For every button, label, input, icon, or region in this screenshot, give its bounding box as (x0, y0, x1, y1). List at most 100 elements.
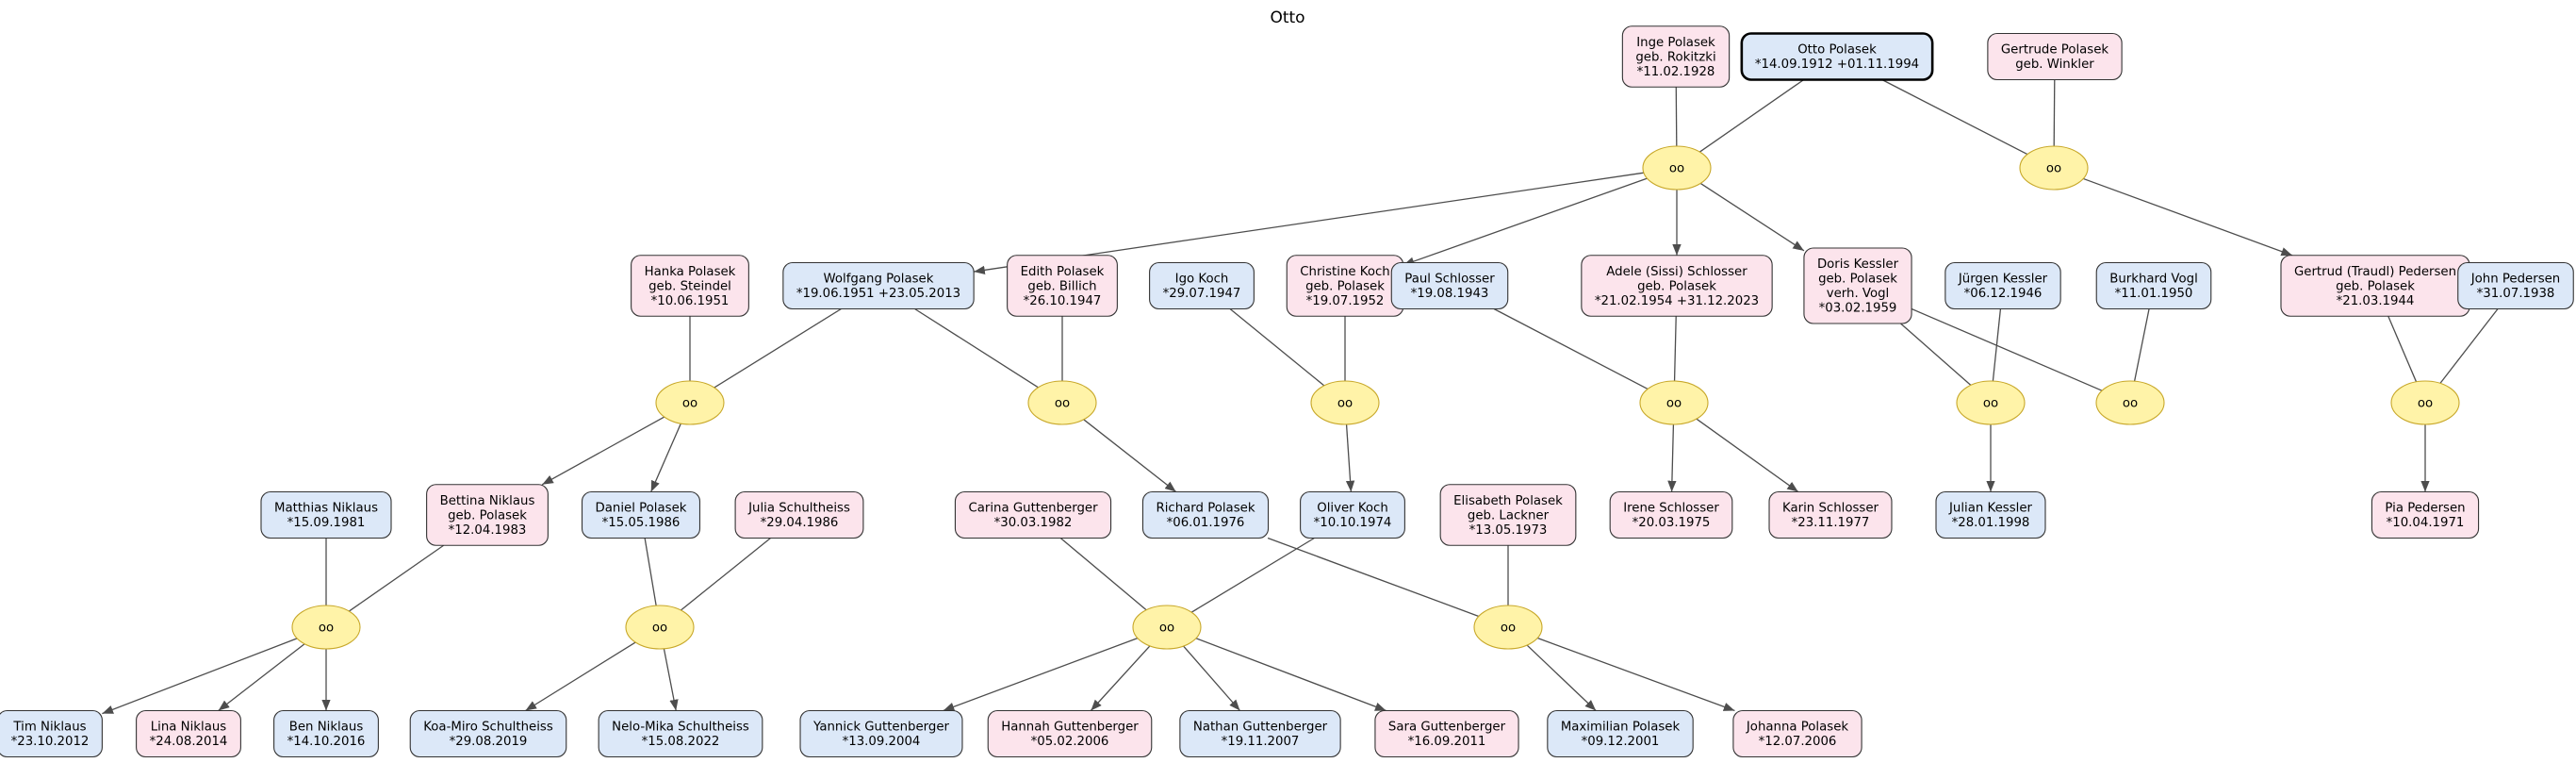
person-label-line: *31.07.1938 (2477, 287, 2555, 301)
person-box (1987, 32, 2123, 81)
union-node-u_otto_gertrude: oo (2019, 145, 2089, 191)
person-label-line: Nathan Guttenberger (1193, 721, 1328, 735)
child-edge (1345, 423, 1355, 492)
person-node-nathan: Nathan Guttenberger*19.11.2007 (1179, 709, 1341, 758)
partner-edge (1267, 537, 1480, 618)
person-box (2457, 261, 2574, 310)
person-label-line: *15.08.2022 (642, 735, 720, 749)
edges-layer (102, 78, 2499, 715)
person-box (1300, 490, 1405, 539)
person-label-line: Richard Polasek (1156, 502, 1255, 516)
person-box (273, 709, 379, 758)
person-label-line: *19.08.1943 (1411, 287, 1489, 301)
person-box (2371, 490, 2480, 539)
child-edge (541, 416, 665, 486)
person-label-line: *06.01.1976 (1167, 516, 1245, 530)
person-node-wolfgang: Wolfgang Polasek*19.06.1951 +23.05.2013 (782, 261, 975, 310)
person-box (1740, 32, 1934, 81)
union-symbol: oo (1666, 397, 1682, 411)
person-label-line: *12.07.2006 (1759, 735, 1837, 749)
union-symbol: oo (319, 622, 334, 636)
person-label-line: Johanna Polasek (1746, 721, 1848, 735)
child-edge (943, 637, 1139, 712)
person-label-line: *10.10.1974 (1314, 516, 1392, 530)
union-node-u_christine_igo: oo (1310, 380, 1380, 425)
person-node-johanna: Johanna Polasek*12.07.2006 (1732, 709, 1862, 758)
person-label-line: Lina Niklaus (151, 721, 227, 735)
person-node-juergen: Jürgen Kessler*06.12.1946 (1944, 261, 2061, 310)
person-box (1374, 709, 1519, 758)
person-node-sara: Sara Guttenberger*16.09.2011 (1374, 709, 1519, 758)
person-box (1581, 255, 1773, 317)
union-symbol: oo (1983, 397, 1998, 411)
person-label-line: Inge Polasek (1636, 36, 1715, 50)
partner-edge (714, 307, 842, 389)
partner-edge (348, 544, 445, 612)
person-node-burkhard: Burkhard Vogl*11.01.1950 (2095, 261, 2212, 310)
person-label-line: *14.10.2016 (287, 735, 366, 749)
person-label-line: *10.04.1971 (2387, 516, 2465, 530)
union-symbol: oo (2046, 162, 2061, 176)
person-node-matthias: Matthias Niklaus*15.09.1981 (260, 490, 392, 539)
child-edge (525, 641, 636, 712)
union-node-u_doris_burkhard: oo (2095, 380, 2165, 425)
union-ellipse (1642, 145, 1712, 191)
union-symbol: oo (2418, 397, 2433, 411)
person-node-nelo: Nelo-Mika Schultheiss*15.08.2022 (598, 709, 763, 758)
union-ellipse (1639, 380, 1709, 425)
person-label-line: geb. Billich (1027, 279, 1096, 293)
person-box (0, 709, 103, 758)
person-node-richard: Richard Polasek*06.01.1976 (1141, 490, 1270, 539)
person-label-line: Irene Schlosser (1623, 502, 1719, 516)
person-box (1621, 25, 1731, 88)
union-node-u_wolfgang_edith: oo (1027, 380, 1097, 425)
person-label-line: Bettina Niklaus (440, 494, 535, 508)
person-label-line: Sara Guttenberger (1388, 721, 1506, 735)
person-label-line: *23.10.2012 (11, 735, 90, 749)
person-label-line: *14.09.1912 +01.11.1994 (1755, 58, 1919, 72)
person-label-line: *19.11.2007 (1222, 735, 1300, 749)
person-box (1007, 255, 1118, 317)
person-label-line: *28.01.1998 (1952, 516, 2030, 530)
partner-edge (2387, 315, 2418, 383)
person-box (1439, 484, 1577, 546)
person-node-irene: Irene Schlosser*20.03.1975 (1609, 490, 1733, 539)
person-label-line: Adele (Sissi) Schlosser (1606, 265, 1747, 279)
person-label-line: *24.08.2014 (150, 735, 228, 749)
child-edge (1083, 419, 1177, 493)
person-label-line: geb. Polasek (2336, 279, 2415, 293)
person-box (409, 709, 567, 758)
person-label-line: Hannah Guttenberger (1001, 721, 1139, 735)
person-label-line: Nelo-Mika Schultheiss (612, 721, 749, 735)
person-label-line: *30.03.1982 (994, 516, 1073, 530)
partner-edge (1673, 316, 1677, 382)
person-label-line: *29.04.1986 (761, 516, 839, 530)
union-node-u_gertrud_john: oo (2390, 380, 2460, 425)
person-label-line: *13.09.2004 (843, 735, 921, 749)
person-label-line: Koa-Miro Schultheiss (423, 721, 553, 735)
union-symbol: oo (1159, 622, 1174, 636)
person-node-oliver: Oliver Koch*10.10.1974 (1300, 490, 1405, 539)
union-ellipse (2019, 145, 2089, 191)
child-edge (1090, 645, 1151, 711)
person-label-line: Oliver Koch (1317, 502, 1388, 516)
child-edge (1183, 645, 1241, 711)
union-node-u_adele_paul: oo (1639, 380, 1709, 425)
union-ellipse (625, 605, 695, 650)
person-box (1935, 490, 2046, 539)
person-label-line: Jürgen Kessler (1958, 273, 2048, 287)
union-node-u_doris_juergen: oo (1956, 380, 2026, 425)
person-label-line: *21.03.1944 (2337, 294, 2415, 308)
union-symbol: oo (1501, 622, 1516, 636)
child-edge (218, 643, 305, 712)
person-box (1141, 490, 1270, 539)
person-box (734, 490, 864, 539)
person-label-line: Doris Kessler (1817, 257, 1899, 272)
union-ellipse (1027, 380, 1097, 425)
